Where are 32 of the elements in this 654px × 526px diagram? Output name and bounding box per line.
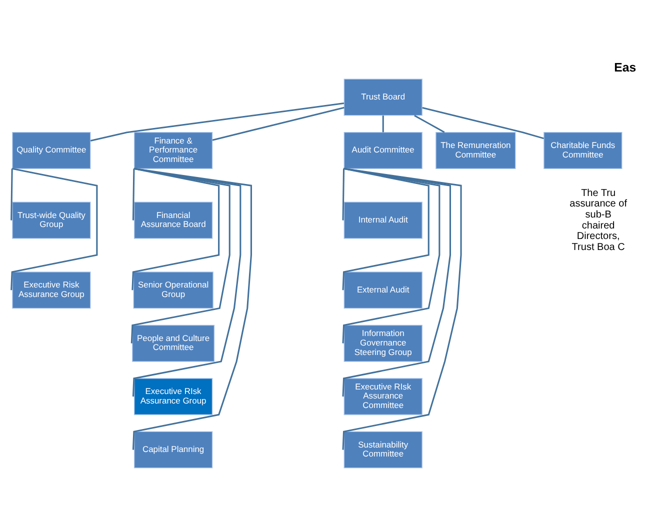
node-box: Sustainability Committee <box>344 430 422 468</box>
node-box: Capital Planning <box>134 430 213 468</box>
node-box: Charitable Funds Committee <box>544 131 622 168</box>
node-box: People and Culture Committee <box>132 324 215 362</box>
connector <box>10 168 13 220</box>
diagram-title: Eas <box>614 60 636 74</box>
node-box: Senior Operational Group <box>133 271 214 308</box>
node-box: Internal Audit <box>344 201 422 238</box>
node-box: Executive Risk Assurance Group <box>12 271 91 308</box>
connector <box>132 168 135 220</box>
node-box: Quality Committee <box>12 131 91 168</box>
node-box: The Remuneration Committee <box>436 131 516 168</box>
node-box: Executive RIsk Assurance Committee <box>344 378 422 415</box>
node-box: Executive RIsk Assurance Group <box>134 378 213 415</box>
node-box: Trust-wide Quality Group <box>12 201 91 238</box>
connector <box>90 102 344 141</box>
node-box: External Audit <box>344 271 422 308</box>
connector <box>342 167 430 290</box>
connector <box>414 114 445 132</box>
node-box: Information Governance Steering Group <box>344 324 422 362</box>
node-box: Financial Assurance Board <box>134 201 213 238</box>
connector <box>422 106 544 139</box>
node-box: Audit Committee <box>344 131 422 168</box>
label: The Tru assurance of sub-B chaired Directors, Trust Boa C <box>570 187 628 252</box>
connector <box>342 167 440 343</box>
connector <box>342 168 345 220</box>
connector <box>130 167 230 343</box>
connector <box>10 167 98 290</box>
node-box: Finance & Performance Committee <box>134 131 213 168</box>
node-box: Trust Board <box>344 78 422 116</box>
connector <box>212 106 344 140</box>
connector <box>382 115 384 132</box>
